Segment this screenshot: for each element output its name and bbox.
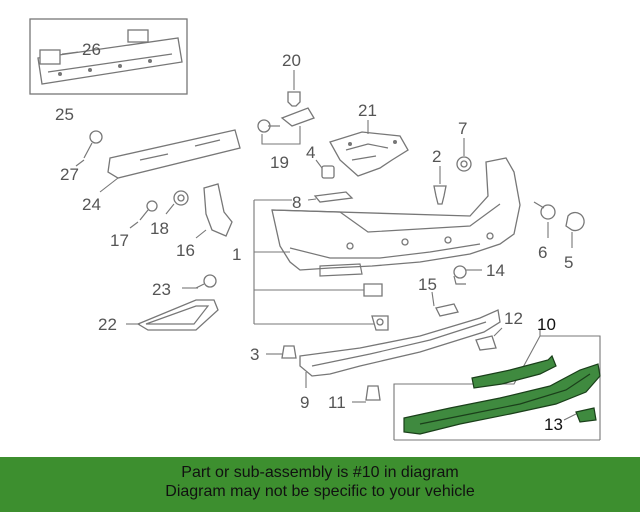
parts-diagram: 26 25 27 24 20 19 4 21 [29,18,601,441]
callout-11: 11 [328,393,346,412]
part-6-bolt [533,201,556,238]
callout-2: 2 [432,147,441,166]
part-1-bumper-cover [271,157,521,277]
part-4-clip [315,159,335,179]
banner-line-1: Part or sub-assembly is #10 in diagram [181,464,459,481]
part-19-brackets [257,107,315,145]
part-2-clip [433,166,447,205]
banner-line-2: Diagram may not be specific to your vehi… [165,483,475,500]
part-10-assembly[interactable] [393,330,601,441]
bumper-clips [363,283,389,331]
part-15-bracket [431,291,459,317]
callout-25: 25 [55,105,74,124]
part-23-bolt [182,274,217,289]
callout-6: 6 [538,243,547,262]
callout-5: 5 [564,253,573,272]
callout-8: 8 [292,193,301,212]
info-banner: Part or sub-assembly is #10 in diagram D… [0,457,640,512]
callout-18: 18 [150,219,169,238]
callout-27: 27 [60,165,79,184]
callout-3: 3 [250,345,259,364]
callout-23: 23 [152,280,171,299]
callout-19: 19 [270,153,289,172]
callout-24: 24 [82,195,101,214]
callout-26: 26 [82,40,101,59]
part-16-bracket [195,183,233,239]
callout-10: 10 [537,315,556,334]
part-9-lower-cover [299,309,501,388]
callout-22: 22 [98,315,117,334]
callout-14: 14 [486,261,505,280]
part-14-clip [453,265,482,285]
part-27-bolt [83,130,103,159]
part-20-retainer [287,70,301,107]
part-22-reflector [126,299,219,331]
callout-7: 7 [458,119,467,138]
part-21-bracket [329,131,409,177]
part-18-nut [165,190,189,215]
callout-4: 4 [306,143,315,162]
part-25-inset [29,18,188,95]
callout-13: 13 [544,415,563,434]
callout-20: 20 [282,51,301,70]
part-5-cap [565,211,585,248]
part-24-absorber [107,129,241,179]
part-7-grommet [456,138,472,172]
part-17-bolt [129,200,158,229]
callout-12: 12 [504,309,523,328]
callout-15: 15 [418,275,437,294]
part-12-clip [475,327,503,351]
callout-1: 1 [232,245,241,264]
callout-9: 9 [300,393,309,412]
callout-17: 17 [110,231,129,250]
part-3-clip [266,345,297,359]
part-11-bolt [352,385,381,403]
callout-21: 21 [358,101,377,120]
callout-16: 16 [176,241,195,260]
